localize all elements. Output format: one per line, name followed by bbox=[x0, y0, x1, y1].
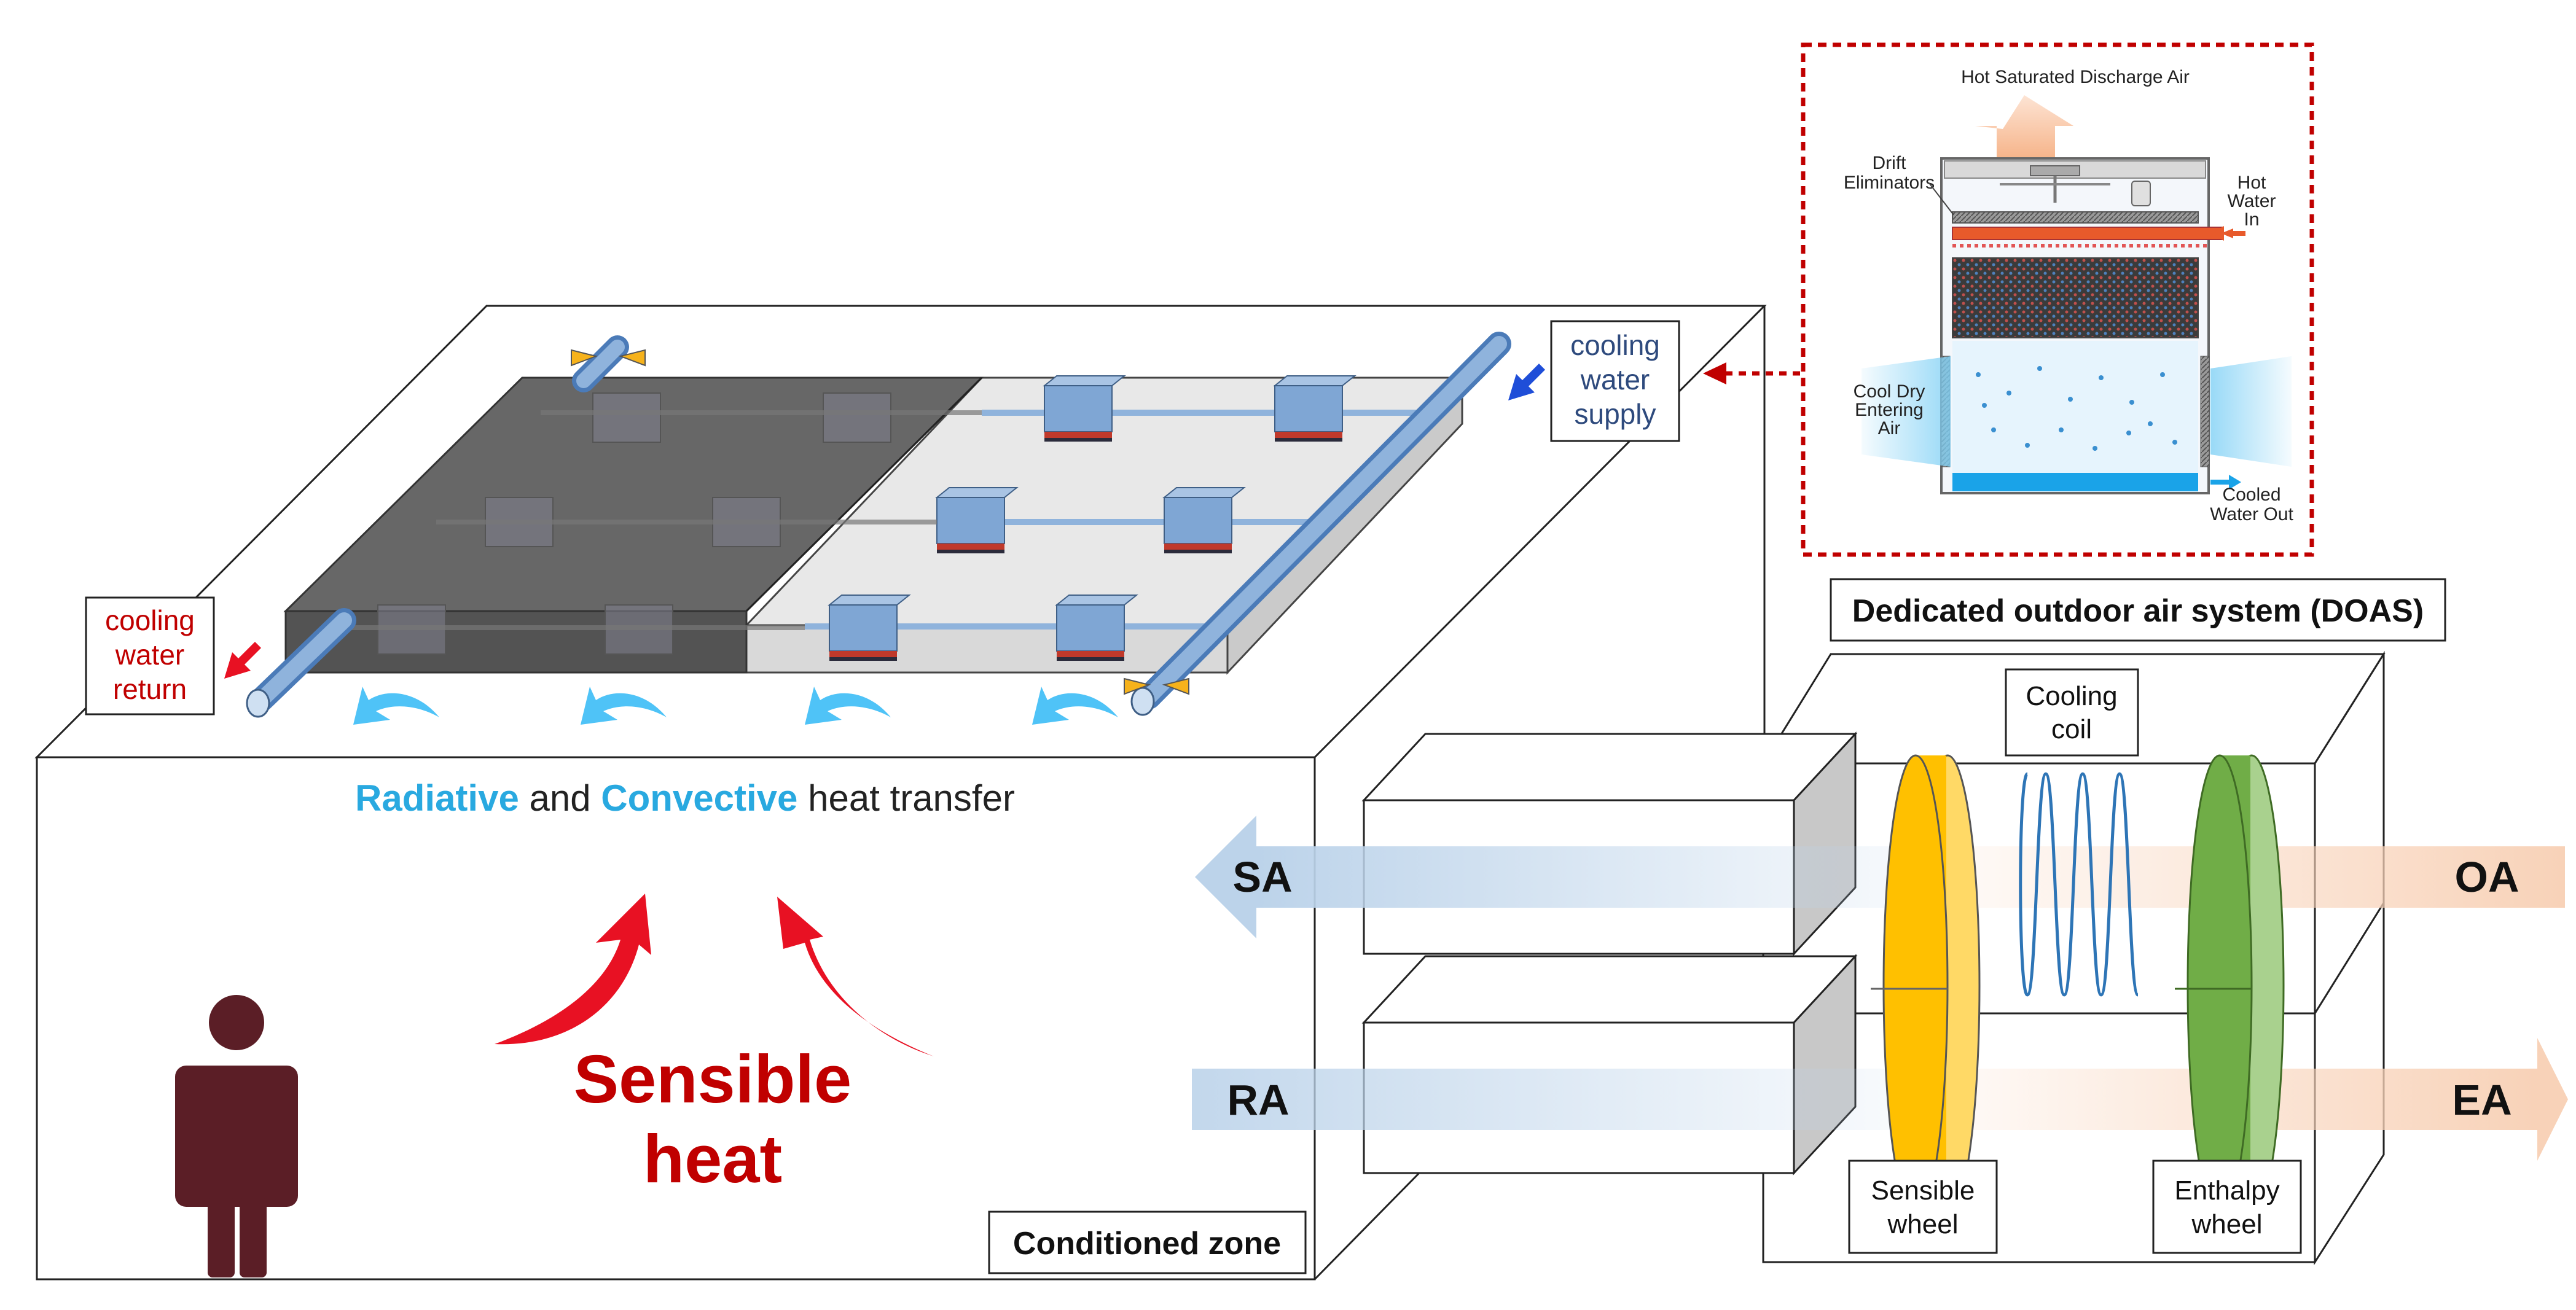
hot-water-in-line-3: In bbox=[2244, 209, 2259, 230]
return-line-1: cooling bbox=[105, 604, 195, 636]
return-line-2: water bbox=[115, 639, 184, 671]
cooling-tower-icon bbox=[1862, 95, 2292, 494]
heat-transfer-word: heat transfer bbox=[808, 778, 1015, 819]
enthalpy-wheel-icon bbox=[2175, 754, 2285, 1217]
sensible-wheel-icon bbox=[1871, 754, 1981, 1217]
supply-line-2: water bbox=[1580, 364, 1650, 396]
oa-label: OA bbox=[2455, 853, 2519, 901]
top-pipe bbox=[572, 335, 629, 392]
hot-discharge-label: Hot Saturated Discharge Air bbox=[1961, 67, 2190, 87]
doas-title-label: Dedicated outdoor air system (DOAS) bbox=[1830, 578, 2446, 642]
cooling-water-return-label: cooling water return bbox=[85, 596, 215, 715]
convective-arrows bbox=[353, 687, 1118, 725]
convective-word: Convective bbox=[601, 778, 797, 819]
sa-label: SA bbox=[1232, 853, 1292, 901]
supply-line-3: supply bbox=[1575, 398, 1656, 430]
and-word: and bbox=[530, 778, 591, 819]
drift-eliminators-line-1: Drift bbox=[1873, 153, 1907, 173]
svg-text:coil: coil bbox=[2051, 714, 2092, 744]
svg-text:Sensible: Sensible bbox=[1871, 1175, 1975, 1206]
cooled-water-out-line-1: Cooled bbox=[2222, 485, 2280, 505]
person-icon bbox=[175, 995, 298, 1277]
supply-line-1: cooling bbox=[1570, 329, 1660, 361]
svg-text:Conditioned zone: Conditioned zone bbox=[1013, 1226, 1281, 1261]
cool-dry-air-line-2: Entering bbox=[1855, 400, 1924, 420]
radiative-word: Radiative bbox=[355, 778, 519, 819]
sensible-heat-arrows bbox=[495, 894, 934, 1056]
sensible-wheel-label: Sensible wheel bbox=[1848, 1160, 1998, 1254]
drift-eliminators-line-2: Eliminators bbox=[1844, 173, 1935, 193]
valve-icon bbox=[571, 349, 1189, 695]
radiant-panel bbox=[246, 332, 1511, 718]
supply-arrow-icon bbox=[1508, 364, 1545, 400]
ea-label: EA bbox=[2452, 1076, 2511, 1124]
heat-transfer-caption: Radiative and Convective heat transfer bbox=[355, 778, 1015, 819]
radiant-modules-light bbox=[828, 375, 1357, 661]
ra-label: RA bbox=[1227, 1076, 1289, 1124]
hot-water-in-line-1: Hot bbox=[2237, 173, 2266, 193]
svg-text:wheel: wheel bbox=[1887, 1209, 1959, 1239]
return-arrow-icon bbox=[224, 642, 261, 679]
cool-dry-air-line-1: Cool Dry bbox=[1854, 381, 1925, 402]
return-pipe bbox=[246, 608, 356, 718]
hot-water-in-line-2: Water bbox=[2228, 191, 2276, 211]
svg-text:Cooling: Cooling bbox=[2026, 681, 2117, 711]
cooling-water-supply-label: cooling water supply bbox=[1550, 320, 1680, 442]
cooling-coil-label: Cooling coil bbox=[2005, 668, 2139, 757]
svg-text:Dedicated outdoor air system (: Dedicated outdoor air system (DOAS) bbox=[1852, 593, 2424, 629]
svg-text:wheel: wheel bbox=[2191, 1209, 2263, 1239]
sensible-heat-line-1: Sensible bbox=[574, 1042, 851, 1117]
supply-pipe bbox=[1130, 332, 1511, 716]
cooling-coil-icon bbox=[2019, 772, 2140, 997]
sensible-heat-line-2: heat bbox=[643, 1121, 782, 1197]
cooled-water-out-line-2: Water Out bbox=[2210, 504, 2293, 524]
cool-dry-air-line-3: Air bbox=[1878, 418, 1901, 439]
svg-text:Enthalpy: Enthalpy bbox=[2174, 1175, 2279, 1206]
return-line-3: return bbox=[113, 673, 187, 705]
enthalpy-wheel-label: Enthalpy wheel bbox=[2152, 1160, 2302, 1254]
conditioned-zone-label: Conditioned zone bbox=[988, 1211, 1307, 1274]
